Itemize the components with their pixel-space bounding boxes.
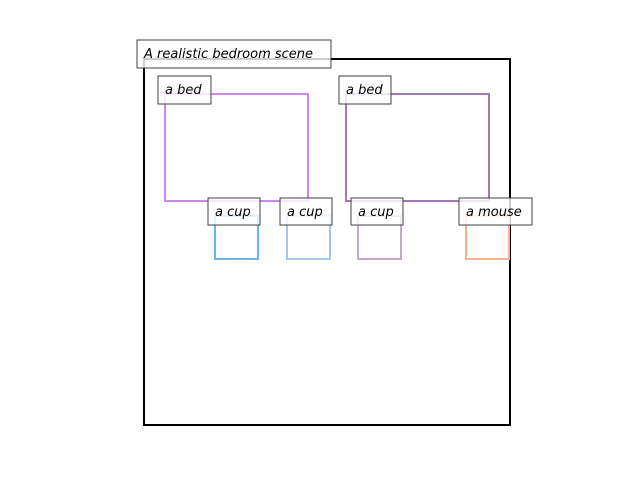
bed-label-1: a bed (157, 75, 212, 105)
bed-box-2 (345, 93, 490, 202)
mouse-label-text: a mouse (466, 205, 522, 220)
cup-label-2-text: a cup (287, 205, 323, 220)
bed-label-2: a bed (338, 75, 392, 105)
cup-label-3: a cup (350, 197, 404, 226)
mouse-label: a mouse (458, 197, 533, 226)
cup-label-3-text: a cup (358, 205, 394, 220)
bed-label-2-text: a bed (346, 83, 383, 98)
scene-caption-text: A realistic bedroom scene (143, 47, 313, 62)
cup-label-1: a cup (207, 197, 261, 226)
cup-label-1-text: a cup (215, 205, 251, 220)
scene-frame (143, 58, 511, 426)
bed-label-1-text: a bed (165, 83, 202, 98)
bed-box-1 (164, 93, 309, 202)
scene-caption: A realistic bedroom scene (136, 39, 332, 69)
cup-label-2: a cup (279, 197, 333, 226)
